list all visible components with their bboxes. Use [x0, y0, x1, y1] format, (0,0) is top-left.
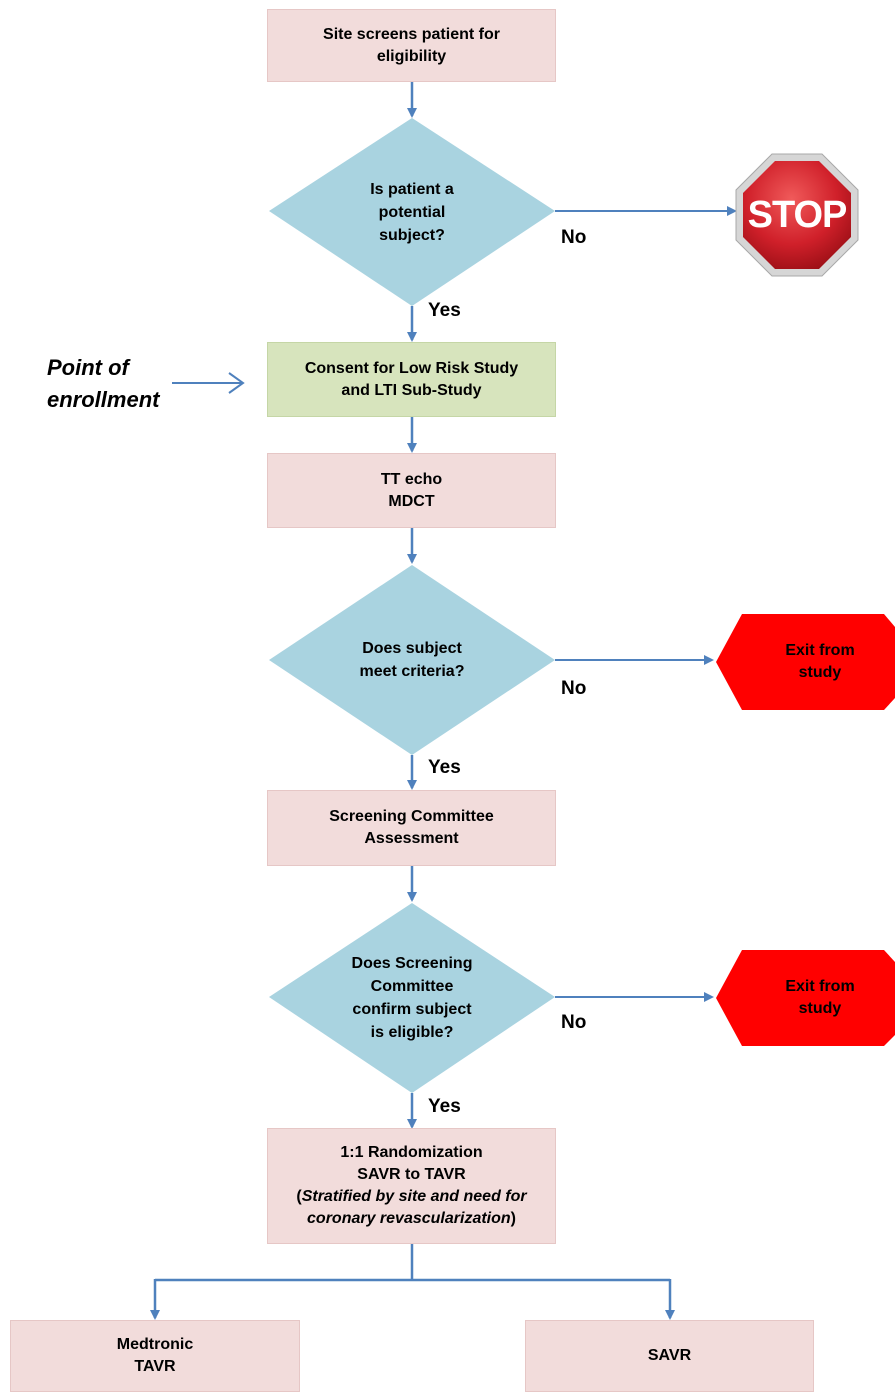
process-box-consent: Consent for Low Risk Study and LTI Sub-S… — [267, 342, 556, 417]
exit-text-committee: Exit from study — [745, 950, 895, 1046]
decision-text-committee-confirm: Does Screening Committee confirm subject… — [312, 925, 512, 1070]
imaging-line-2: MDCT — [388, 492, 435, 510]
process-box-medtronic-tavr: Medtronic TAVR — [10, 1320, 300, 1392]
decision1-line-3: subject? — [379, 226, 445, 244]
committee-line-2: Assessment — [364, 830, 459, 847]
paren-open: ( — [296, 1188, 302, 1205]
process-box-committee: Screening Committee Assessment — [267, 790, 556, 866]
decision1-line-1: Is patient a — [370, 180, 454, 198]
process-box-randomization: 1:1 Randomization SAVR to TAVR (Stratifi… — [267, 1128, 556, 1244]
consent-line-1: Consent for Low Risk Study — [304, 359, 519, 377]
imaging-line-1: TT echo — [380, 470, 443, 488]
savr-label: SAVR — [647, 1347, 692, 1364]
consent-line-2: and LTI Sub-Study — [341, 381, 482, 399]
medtronic-line-1: Medtronic — [116, 1336, 194, 1353]
decision1-line-2: potential — [378, 203, 446, 221]
decision3-line-3: confirm subject — [352, 1000, 472, 1018]
yes-label-decision2: Yes — [428, 757, 461, 778]
stop-sign-icon — [735, 153, 859, 277]
no-label-decision3: No — [561, 1012, 587, 1033]
decision3-line-4: is eligible? — [370, 1023, 454, 1041]
exit1-line-1: Exit from — [785, 642, 855, 659]
screening-line-1: Site screens patient for — [323, 25, 500, 43]
randomization-line-3: (Stratified by site and need for — [296, 1186, 526, 1208]
enrollment-arrow — [172, 372, 245, 394]
no-label-decision1: No — [561, 227, 587, 248]
process-box-screening: Site screens patient for eligibility — [267, 9, 556, 82]
exit1-line-2: study — [798, 664, 842, 681]
decision-text-potential-subject: Is patient a potential subject? — [322, 142, 502, 282]
decision3-line-1: Does Screening — [351, 954, 473, 972]
yes-label-decision1: Yes — [428, 300, 461, 321]
exit2-line-1: Exit from — [785, 978, 855, 995]
randomization-line-4: coronary revascularization) — [307, 1208, 516, 1230]
committee-line-1: Screening Committee — [329, 808, 494, 825]
randomization-line-2: SAVR to TAVR — [357, 1166, 466, 1183]
decision2-line-2: meet criteria? — [359, 663, 465, 680]
exit2-line-2: study — [798, 1000, 842, 1017]
enrollment-line-2: enrollment — [47, 387, 160, 412]
yes-label-decision3: Yes — [428, 1096, 461, 1117]
process-box-savr: SAVR — [525, 1320, 814, 1392]
process-box-imaging: TT echo MDCT — [267, 453, 556, 528]
screening-line-2: eligibility — [376, 47, 447, 65]
randomization-line-1: 1:1 Randomization — [340, 1144, 483, 1161]
stop-sign-text: STOP — [747, 194, 848, 236]
no-label-decision2: No — [561, 678, 587, 699]
enrollment-line-1: Point of — [47, 355, 129, 380]
point-of-enrollment-label: Point of enrollment — [47, 352, 159, 416]
medtronic-line-2: TAVR — [134, 1358, 176, 1375]
stratification-text-1: Stratified by site and need for — [301, 1188, 527, 1205]
decision2-line-1: Does subject — [362, 640, 462, 657]
decision-diamond-committee-confirm — [269, 903, 555, 1093]
exit-shape-criteria — [716, 614, 895, 710]
decision-diamond-potential-subject — [269, 118, 555, 306]
paren-close: ) — [510, 1210, 516, 1227]
stratification-text-2: coronary revascularization — [307, 1210, 511, 1227]
exit-text-criteria: Exit from study — [745, 614, 895, 710]
decision-text-meet-criteria: Does subject meet criteria? — [322, 590, 502, 730]
decision-diamond-meet-criteria — [269, 565, 555, 755]
exit-shape-committee — [716, 950, 895, 1046]
decision3-line-2: Committee — [370, 977, 454, 995]
